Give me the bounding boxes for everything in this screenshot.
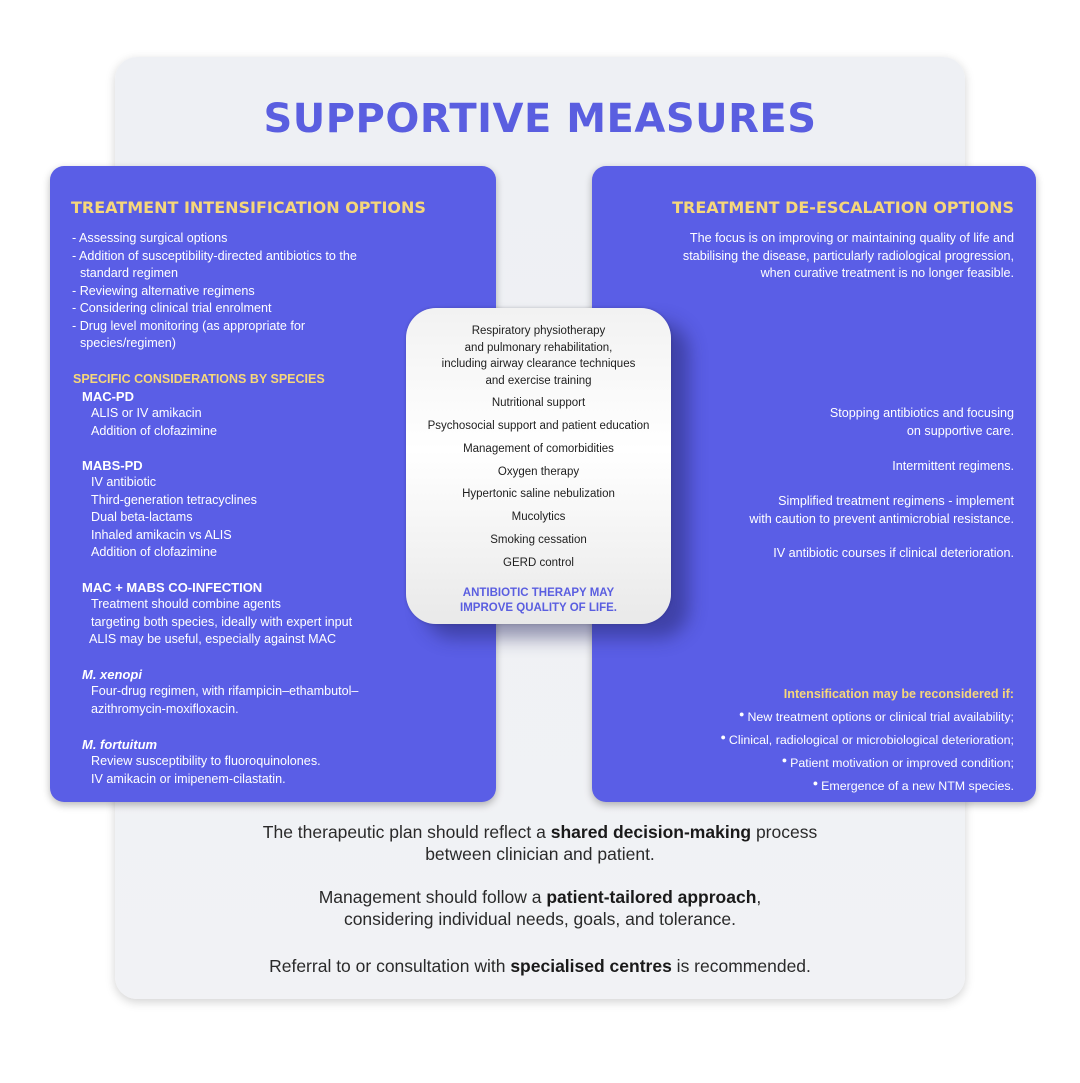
list-item: - Addition of susceptibility-directed an… (72, 248, 357, 263)
focus-text: The focus is on improving or maintaining… (682, 231, 1014, 280)
list-item: Smoking cessation (490, 534, 587, 547)
list-item: ALIS may be useful, especially against M… (89, 632, 337, 646)
section-title: M. xenopi (82, 667, 142, 682)
list-item: Oxygen therapy (497, 465, 580, 478)
option-intermittent-regimens: Intermittent regimens. (892, 459, 1014, 473)
list-item: - Drug level monitoring (as appropriate … (72, 318, 306, 333)
section-title: MAC + MABS CO-INFECTION (82, 580, 263, 595)
list-item: Treatment should combine agents (91, 597, 281, 611)
bullet-icon: ● (739, 709, 745, 719)
list-item: Dual beta-lactams (91, 510, 193, 524)
section-title: M. fortuitum (82, 737, 158, 752)
option-simplified-regimens: Simplified treatment regimens - implemen… (749, 494, 1014, 526)
footer-patient-tailored: Management should follow a patient-tailo… (318, 887, 762, 929)
de-escalation-card: TREATMENT DE-ESCALATION OPTIONS The focu… (592, 166, 1036, 802)
list-item: Psychosocial support and patient educati… (427, 420, 650, 433)
intensification-options-list: - Assessing surgical options - Addition … (72, 230, 357, 353)
footer-shared-decision: The therapeutic plan should reflect a sh… (262, 822, 818, 864)
list-item: standard regimen (80, 266, 179, 280)
list-item: ●Patient motivation or improved conditio… (781, 755, 1014, 770)
list-item: targeting both species, ideally with exp… (91, 614, 353, 629)
list-item: IV antibiotic (91, 475, 157, 489)
list-item: IV amikacin or imipenem-cilastatin. (91, 771, 286, 786)
reconsider-title: Intensification may be reconsidered if: (783, 687, 1014, 701)
list-item: Hypertonic saline nebulization (462, 488, 615, 501)
footer-referral: Referral to or consultation with special… (269, 956, 811, 976)
list-item: ●Clinical, radiological or microbiologic… (720, 732, 1014, 747)
list-item: species/regimen) (80, 336, 176, 350)
list-item: ●New treatment options or clinical trial… (739, 709, 1014, 724)
supportive-measures-list: Respiratory physiotherapy and pulmonary … (406, 323, 671, 578)
list-item: Four-drug regimen, with rifampicin–etham… (91, 684, 359, 698)
list-item: ●Emergence of a new NTM species. (812, 778, 1014, 793)
section-m-fortuitum: M. fortuitum Review susceptibility to fl… (82, 736, 321, 788)
section-title: MABS-PD (82, 458, 143, 473)
list-item: Third-generation tetracyclines (91, 492, 257, 507)
section-mabs-pd: MABS-PD IV antibiotic Third-generation t… (82, 457, 257, 562)
list-item: - Reviewing alternative regimens (72, 283, 255, 298)
list-item: Inhaled amikacin vs ALIS (91, 527, 232, 542)
bullet-icon: ● (812, 778, 819, 788)
reconsider-list: ●New treatment options or clinical trial… (720, 704, 1014, 796)
de-escalation-title: TREATMENT DE-ESCALATION OPTIONS (672, 198, 1014, 217)
list-item: Review susceptibility to fluoroquinolone… (91, 754, 321, 768)
option-stopping-antibiotics: Stopping antibiotics and focusing on sup… (829, 406, 1014, 438)
list-item: - Considering clinical trial enrolment (72, 301, 272, 315)
list-item: Respiratory physiotherapy and pulmonary … (441, 325, 636, 387)
list-item: GERD control (503, 556, 574, 569)
section-title: MAC-PD (82, 389, 134, 404)
intensification-title: TREATMENT INTENSIFICATION OPTIONS (71, 198, 426, 217)
antibiotic-note: ANTIBIOTIC THERAPY MAY IMPROVE QUALITY O… (460, 587, 617, 614)
bullet-icon: ● (781, 755, 788, 765)
section-co-infection: MAC + MABS CO-INFECTION Treatment should… (82, 579, 352, 649)
list-item: Addition of clofazimine (91, 423, 218, 438)
list-item: Addition of clofazimine (91, 545, 218, 559)
species-heading: SPECIFIC CONSIDERATIONS BY SPECIES (73, 372, 325, 386)
list-item: - Assessing surgical options (72, 231, 228, 245)
bullet-icon: ● (720, 732, 726, 742)
list-item: ALIS or IV amikacin (91, 406, 202, 420)
list-item: Mucolytics (511, 511, 566, 524)
option-iv-courses: IV antibiotic courses if clinical deteri… (773, 546, 1014, 560)
list-item: Nutritional support (491, 397, 586, 410)
section-m-xenopi: M. xenopi Four-drug regimen, with rifamp… (82, 666, 358, 718)
list-item: azithromycin-moxifloxacin. (91, 701, 239, 716)
section-mac-pd: MAC-PD ALIS or IV amikacin Addition of c… (82, 388, 217, 440)
supportive-measures-box: Respiratory physiotherapy and pulmonary … (406, 308, 671, 624)
list-item: Management of comorbidities (463, 442, 614, 455)
page-title: SUPPORTIVE MEASURES (263, 96, 817, 142)
